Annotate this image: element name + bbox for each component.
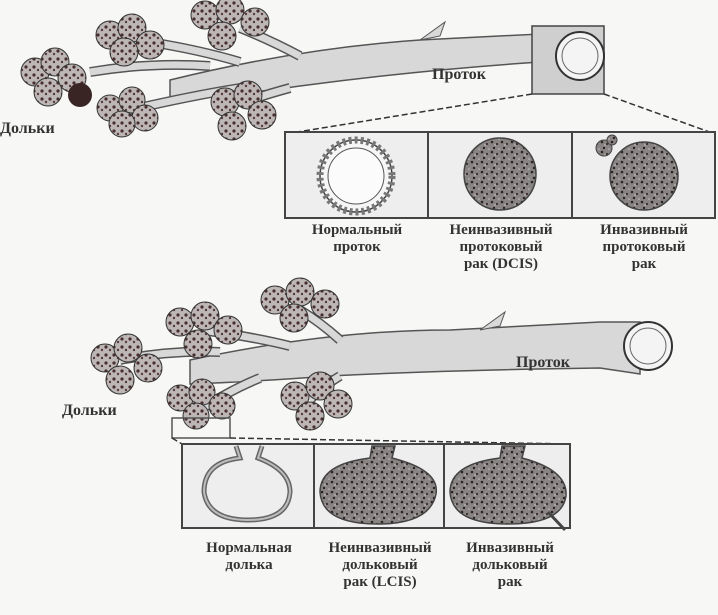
bottom-duct-label: Проток: [516, 354, 570, 371]
bottom-caption-normal-lobule: Нормальная долька: [206, 540, 292, 573]
bottom-caption-lcis: Неинвазивный дольковый рак (LCIS): [328, 540, 432, 590]
bottom-lobules: [90, 277, 353, 431]
lobule-cluster: [280, 371, 353, 431]
top-panels: [284, 131, 716, 219]
lobule-cluster: [165, 301, 243, 359]
lobule-cluster: [260, 277, 340, 333]
top-caption-dcis: Неинвазивный протоковый рак (DCIS): [449, 222, 553, 272]
lobule-cluster: [20, 47, 92, 107]
bottom-caption-invasive-lobular: Инвазивный дольковый рак: [466, 540, 554, 590]
normal-lobule-illustration: [201, 445, 293, 523]
lcis-illustration: [319, 445, 437, 525]
top-lobules: [20, 0, 277, 141]
top-zoom-box: [284, 25, 716, 135]
top-caption-normal-duct: Нормальный проток: [311, 222, 403, 255]
top-lobules-label: Дольки: [0, 120, 55, 137]
normal-duct-illustration: [316, 136, 396, 216]
top-caption-invasive-ductal: Инвазивный протоковый рак: [600, 222, 688, 272]
dcis-illustration: [463, 137, 537, 211]
invasive-ductal-illustration: [595, 134, 679, 211]
bottom-lobules-label: Дольки: [62, 402, 117, 419]
lobule-cluster: [190, 0, 270, 51]
top-duct-label: Проток: [432, 66, 486, 83]
bottom-duct-tree: [119, 305, 641, 415]
lobule-cluster: [210, 80, 277, 141]
lobule-cluster: [95, 13, 165, 67]
invasive-lobular-illustration: [449, 445, 567, 532]
bottom-panels: [181, 443, 571, 532]
lobule-cluster: [96, 86, 159, 138]
lobule-cluster: [166, 378, 236, 430]
bottom-duct-end: [623, 321, 673, 371]
lobule-cluster: [90, 333, 163, 395]
bottom-zoom-connector: [171, 417, 571, 445]
